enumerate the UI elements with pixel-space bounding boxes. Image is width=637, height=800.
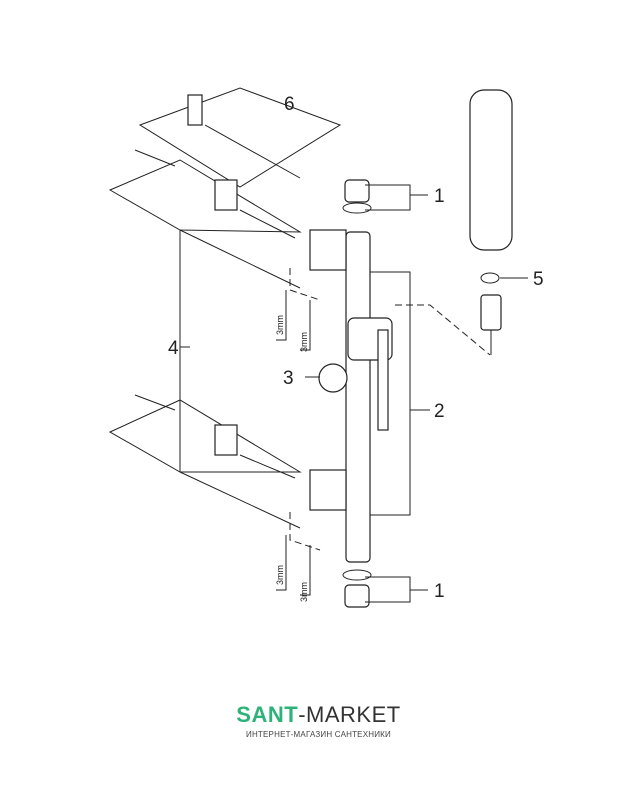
tool-label: 3mm: [275, 565, 285, 585]
callout-1-top: 1: [434, 186, 445, 207]
tool-label: 3mm: [299, 582, 309, 602]
logo-brand-green: SANT: [236, 702, 299, 727]
callout-6: 6: [284, 94, 295, 115]
shower-rail-2: [309, 229, 393, 563]
end-cap-bottom: [342, 569, 372, 608]
hand-shower: [469, 89, 513, 355]
lower-wall-anchor: [108, 394, 302, 479]
callout-5: 5: [533, 269, 544, 290]
tool-label: 3mm: [275, 315, 285, 335]
end-cap-top: [342, 179, 372, 214]
wall-mount-kit-6: [138, 87, 342, 188]
callout-3: 3: [283, 368, 294, 389]
upper-wall-anchor: [108, 149, 302, 239]
logo-tagline: ИНТЕРНЕТ-МАГАЗИН САНТЕХНИКИ: [246, 730, 391, 739]
callout-2: 2: [434, 401, 445, 422]
callout-1-bottom: 1: [434, 581, 445, 602]
tool-label: 3mm: [299, 332, 309, 352]
logo-brand-dark: -MARKET: [298, 702, 401, 727]
callout-4: 4: [168, 338, 179, 359]
sant-market-logo: SANT-MARKET ИНТЕРНЕТ-МАГАЗИН САНТЕХНИКИ: [0, 702, 637, 739]
